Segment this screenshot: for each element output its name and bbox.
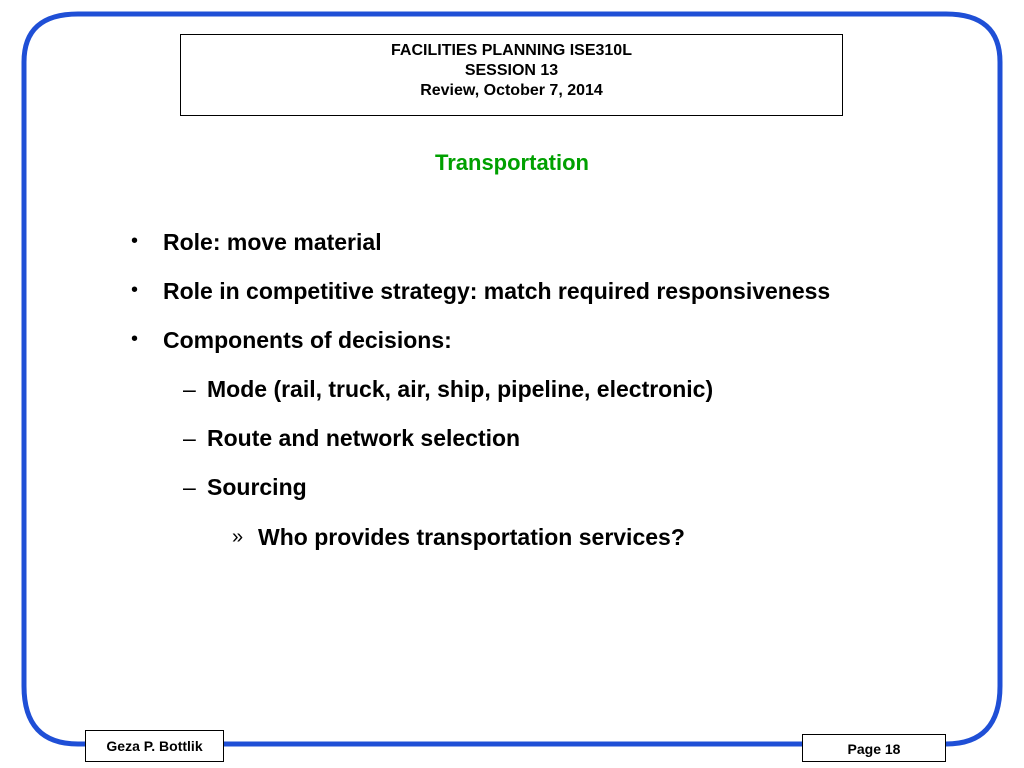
frame-border [21,11,1003,747]
sub-bullet-text: Route and network selection [207,425,521,451]
sub-sub-bullet-item: » Who provides transportation services? [232,524,685,551]
sub-bullet-marker: – [183,425,196,451]
bullet-text: Role in competitive strategy: match requ… [163,278,831,304]
bullet-marker: • [131,230,139,252]
bullet-text: Role: move material [163,229,382,255]
sub-bullet-marker: – [183,474,196,500]
bullet-marker: • [131,279,139,301]
sub-bullet-text: Mode (rail, truck, air, ship, pipeline, … [207,376,714,402]
header-session: SESSION 13 [464,62,559,79]
sub-sub-bullet-marker: » [232,526,244,548]
header-course: FACILITIES PLANNING ISE310L [391,42,632,59]
sub-bullet-text: Sourcing [207,474,307,500]
sub-bullet-item: – Route and network selection [183,425,521,452]
bullet-marker: • [131,328,139,350]
sub-bullet-item: – Sourcing [183,474,307,501]
bullet-item: • Components of decisions: [131,327,452,354]
sub-bullet-marker: – [183,376,196,402]
bullet-text: Components of decisions: [163,327,452,353]
sub-bullet-item: – Mode (rail, truck, air, ship, pipeline… [183,376,714,403]
header-box: FACILITIES PLANNING ISE310L SESSION 13 R… [180,34,843,116]
header-date: Review, October 7, 2014 [420,82,603,99]
sub-sub-bullet-text: Who provides transportation services? [258,524,685,550]
slide-heading: Transportation [434,150,589,175]
bullet-item: • Role in competitive strategy: match re… [131,278,831,305]
footer-author: Geza P. Bottlik [85,730,224,762]
bullet-item: • Role: move material [131,229,382,256]
footer-page-number: Page 18 [802,734,946,762]
